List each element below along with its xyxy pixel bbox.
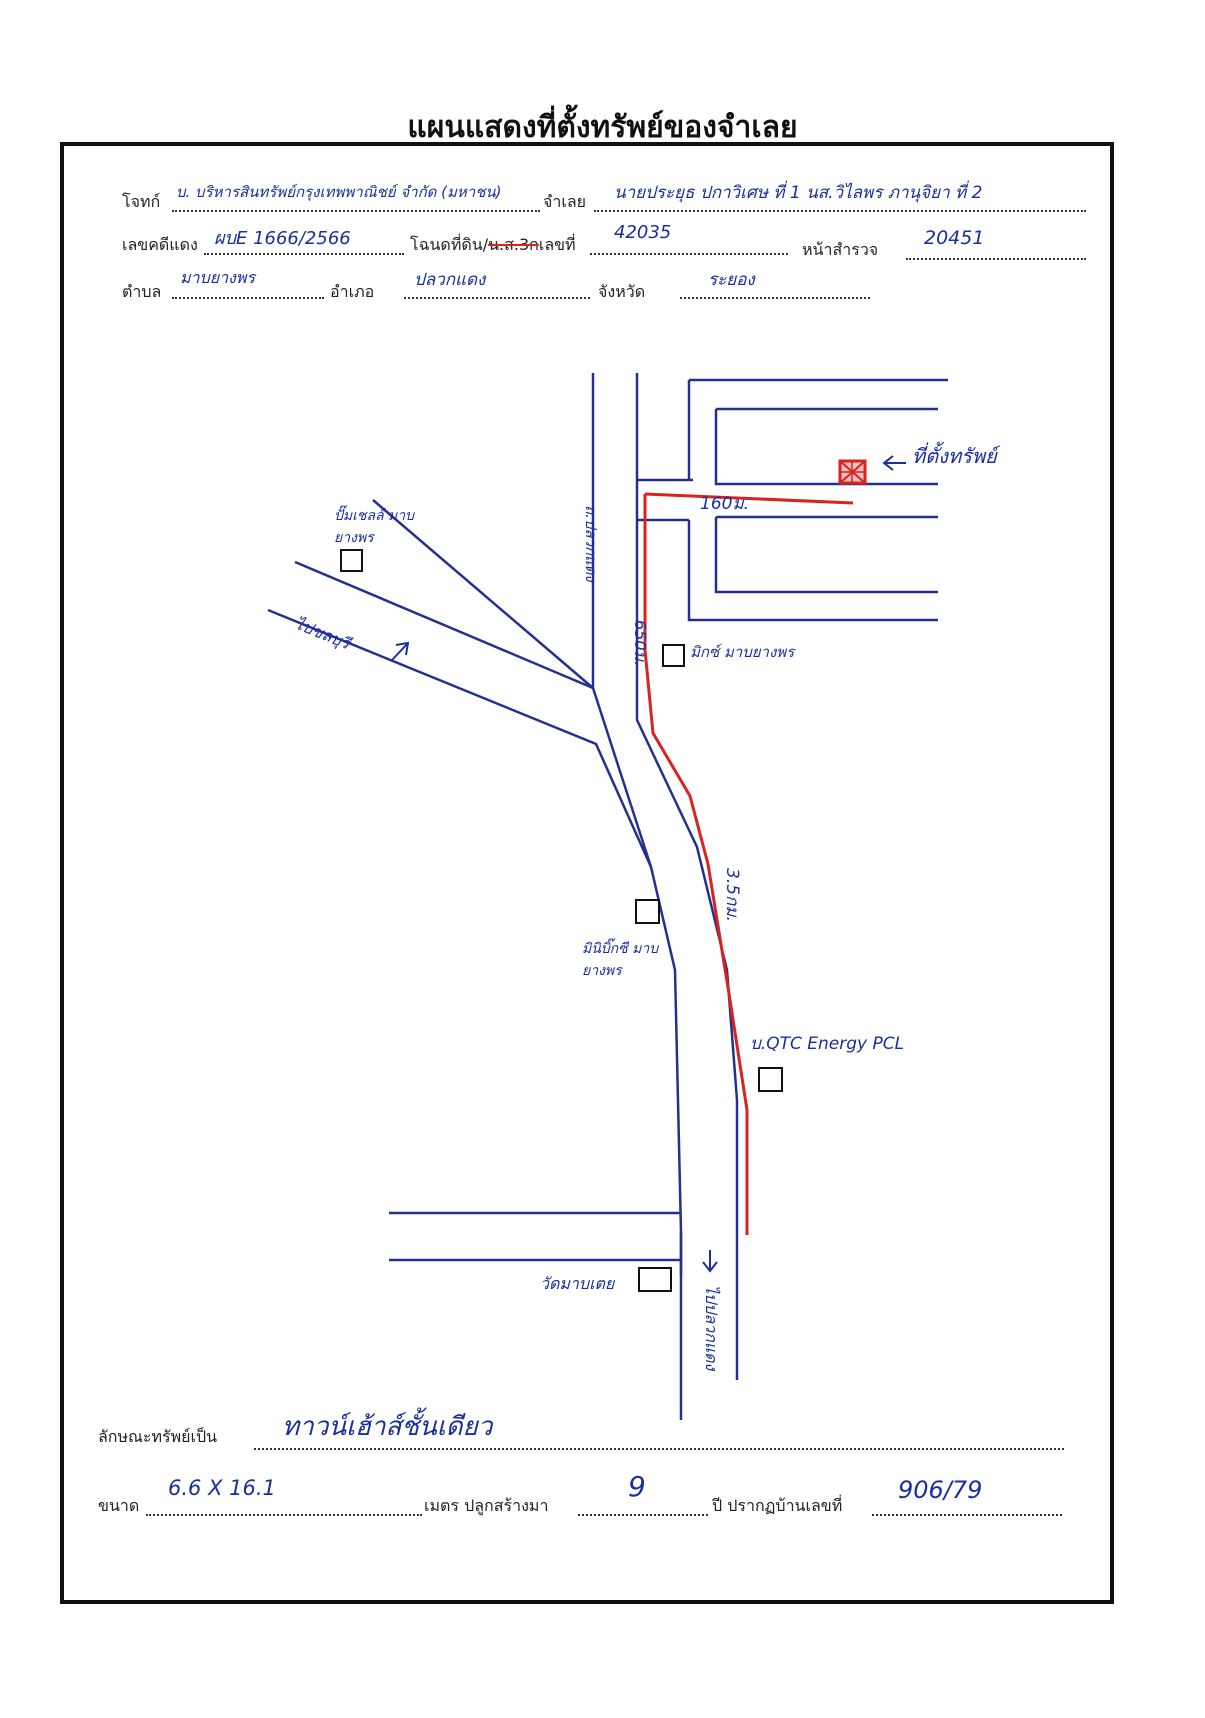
years-dots: [578, 1514, 708, 1516]
direction-arrow-left: [391, 641, 410, 661]
size-label: ขนาด: [98, 1496, 140, 1515]
deed-label-struck: น.ส.3ก: [488, 235, 539, 254]
survey-label: หน้าสำรวจ: [802, 240, 879, 259]
road-lines: [267, 373, 948, 1420]
plaintiff-value: บ. บริหารสินทรัพย์กรุงเทพพาณิชย์ จำกัด (…: [176, 183, 502, 201]
landmark-gas-box: [340, 549, 363, 572]
landmark-boxes: [340, 549, 783, 1292]
type-value: ทาวน์เฮ้าส์ชั้นเดียว: [282, 1412, 493, 1442]
deed-value: 42035: [614, 222, 672, 243]
distance-lane: 160ม.: [700, 494, 750, 514]
tambon-label: ตำบล: [122, 282, 162, 301]
property-arrow: [882, 455, 906, 471]
road-main-label: ถ.ปลวกแดง: [582, 505, 600, 582]
landmark-qtc-label: บ.QTC Energy PCL: [750, 1034, 905, 1054]
deed-label: โฉนดที่ดิน/น.ส.3กเลขที่: [410, 233, 576, 258]
defendant-dots: [594, 210, 1086, 212]
province-label: จังหวัด: [598, 282, 646, 301]
tambon-dots: [172, 297, 324, 299]
type-dots: [254, 1448, 1064, 1450]
main-road-left-edge: [372, 373, 683, 1275]
year-label: ปี ปรากฏบ้านเลขที่: [712, 1496, 843, 1515]
route-segment-main: [643, 494, 749, 1235]
defendant-value: นายประยุธ ปกาวิเศษ ที่ 1 นส.วิไลพร ภานุจ…: [614, 183, 983, 203]
case-value: ผบE 1666/2566: [214, 228, 351, 249]
document-frame: [60, 142, 1114, 1604]
property-marker: [838, 459, 867, 485]
property-label: ที่ตั้งทรัพย์: [912, 444, 997, 468]
deed-label-suffix: เลขที่: [538, 235, 576, 254]
distance-road1: 650ม.: [631, 620, 650, 667]
landmark-qtc-box: [758, 1067, 783, 1092]
size-dots: [146, 1514, 422, 1516]
years-value: 9: [628, 1470, 646, 1503]
landmark-mix-label: มิกซ์ มาบยางพร: [690, 643, 795, 661]
landmark-mini-label: มินิบิ๊กซี มาบยางพร: [582, 941, 659, 979]
amphoe-value: ปลวกแดง: [414, 270, 486, 290]
house-no-dots: [872, 1514, 1062, 1516]
landmark-mix-box: [662, 644, 685, 667]
tambon-value: มาบยางพร: [180, 268, 255, 287]
route-segment-lane: [644, 492, 854, 505]
road-to-plaintiff: ไปปลวกแดง: [702, 1285, 721, 1371]
landmark-temple-box: [638, 1267, 672, 1292]
case-dots: [204, 253, 404, 255]
side-road-upper-edge: [294, 560, 594, 690]
page-title: แผนแสดงที่ตั้งทรัพย์ของจำเลย: [407, 110, 798, 145]
block-inner-left: [714, 409, 938, 486]
landmark-mini-box: [635, 899, 660, 924]
plaintiff-dots: [172, 210, 540, 212]
meter-label: เมตร ปลูกสร้างมา: [424, 1496, 549, 1515]
side-road-lower-edge: [267, 608, 653, 868]
province-dots: [680, 297, 870, 299]
landmark-gas-label: ปั๊มเชลล์ มาบยางพร: [334, 508, 414, 546]
route-line: [643, 492, 854, 1235]
block-inner2-box: [714, 517, 938, 594]
case-label: เลขคดีแดง: [122, 235, 198, 254]
survey-dots: [906, 258, 1086, 260]
province-value: ระยอง: [708, 270, 755, 290]
direction-arrow-down: [702, 1250, 718, 1273]
landmark-temple-label: วัดมาบเตย: [540, 1274, 615, 1293]
distance-road2: 3.5กม.: [722, 868, 742, 922]
plaintiff-label: โจทก์: [122, 192, 161, 211]
deed-dots: [590, 253, 788, 255]
type-label: ลักษณะทรัพย์เป็น: [98, 1427, 218, 1446]
size-value: 6.6 X 16.1: [168, 1476, 276, 1500]
amphoe-label: อำเภอ: [330, 282, 375, 301]
deed-label-prefix: โฉนดที่ดิน/: [410, 235, 489, 254]
house-no-value: 906/79: [898, 1476, 983, 1504]
survey-value: 20451: [924, 227, 985, 249]
defendant-label: จำเลย: [543, 192, 587, 211]
amphoe-dots: [404, 297, 590, 299]
block-left-outer2: [687, 520, 938, 622]
